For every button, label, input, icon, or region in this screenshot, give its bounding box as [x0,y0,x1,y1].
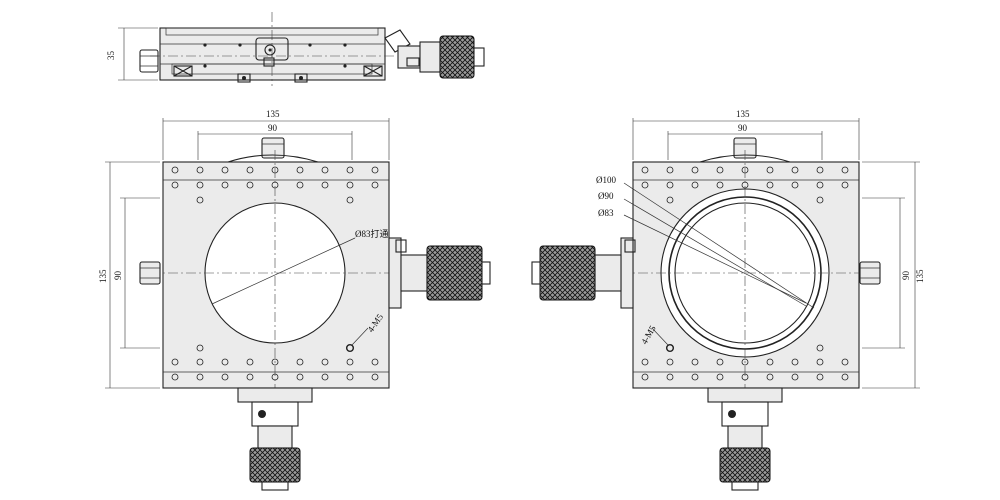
center-clamp [255,37,289,67]
top-view: 35 [106,12,485,86]
right-d83-label: Ø83 [598,208,614,218]
right-d100-label: Ø100 [596,175,616,185]
left-view: 135 90 [98,109,491,491]
right-height-90-label: 90 [901,271,911,281]
micrometer-knob-icon [388,237,491,309]
right-d90-label: Ø90 [598,191,614,201]
micrometer-knob-icon [531,237,636,309]
micrometer-knob-icon [237,387,313,491]
left-width-135-label: 135 [266,109,280,119]
micrometer-knob-icon [707,387,783,491]
right-bottom-holes [641,344,849,381]
top-height-label: 35 [106,51,116,61]
left-width-90-label: 90 [268,123,278,133]
hex-screw-icon [139,49,159,73]
left-height-90-label: 90 [113,271,123,281]
left-top-holes [171,166,379,204]
right-width-135-label: 135 [736,109,750,119]
left-height-135-label: 135 [98,269,108,283]
micrometer-knob-icon [384,29,485,79]
left-through-hole-label: Ø83打通 [355,228,389,239]
right-height-135-label: 135 [915,269,925,283]
right-top-holes [641,166,849,204]
right-width-90-label: 90 [738,123,748,133]
right-view: 135 90 [531,109,925,491]
